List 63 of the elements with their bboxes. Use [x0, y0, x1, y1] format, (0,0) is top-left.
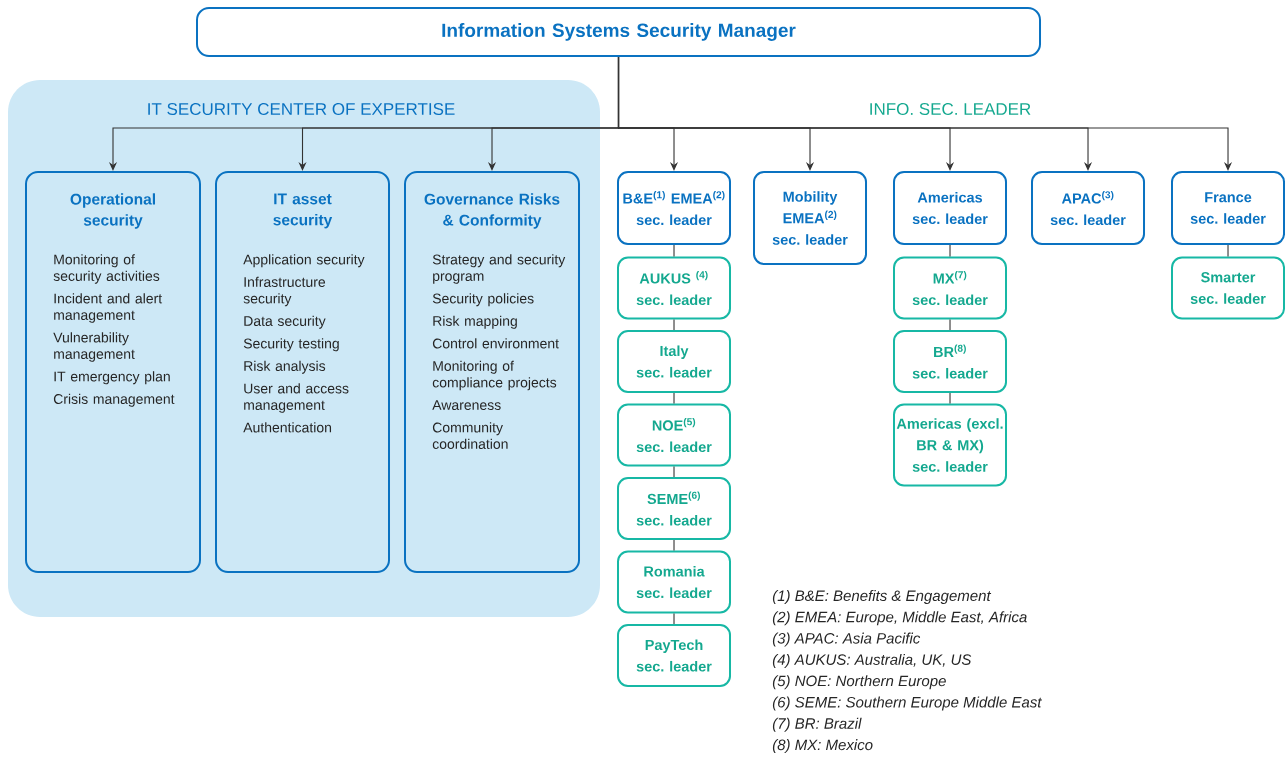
list-item: Monitoring of compliance projects [432, 360, 557, 391]
leader-box: Americas sec. leader [893, 171, 1007, 245]
list-item: Monitoring of security activities [53, 254, 160, 284]
leader-box: Mobility EMEA$^{(2)}$ sec. leader [753, 171, 867, 265]
footnote: (6) SEME: Southern Europe Middle East [772, 696, 1042, 711]
list-item: Security policies [432, 293, 534, 307]
list-item: Risk analysis [244, 360, 326, 374]
connector [673, 465, 675, 478]
list-item: Awareness [432, 400, 501, 410]
connector [617, 56, 1233, 171]
leader-box: France sec. leader [1171, 171, 1285, 245]
list-item: Risk mapping [433, 315, 517, 329]
list-item: Security testing [243, 338, 339, 352]
list-item: User and access management [244, 383, 349, 413]
footnote: (1) B&E: Benefits & Engagement [772, 590, 992, 604]
leader-box: PayTech sec. leader [617, 624, 731, 687]
box-heading: IT asset security [273, 193, 333, 229]
footnote: (4) AUKUS: Australia, UK, US [772, 653, 972, 668]
leader-box: NOE$^{(5)}$ sec. leader [617, 403, 731, 467]
box-heading: Operational security [70, 193, 155, 229]
leader-box: Americas (excl. BR & MX) sec. leader [893, 403, 1007, 487]
leader-box: Romania sec. leader [617, 550, 731, 614]
category-box [404, 171, 580, 573]
connector [673, 612, 675, 625]
leader-box: Smarter sec. leader [1171, 256, 1285, 320]
leader-box: BR$^{(8)}$ sec. leader [893, 330, 1007, 393]
footnote: (8) MX: Mexico [772, 739, 873, 754]
footnote: (7) BR: Brazil [772, 717, 862, 732]
connector [673, 539, 675, 552]
list-item: Crisis management [53, 393, 175, 407]
section-title: INFO. SEC. LEADER [870, 103, 1031, 116]
connector [673, 244, 675, 258]
category-box [215, 171, 390, 573]
list-item: Strategy and security program [432, 254, 566, 284]
list-item: Control environment [432, 338, 559, 349]
manager-box: Information Systems Security Manager [196, 7, 1041, 57]
leader-box: Italy sec. leader [617, 330, 731, 393]
list-item: Incident and alert management [54, 293, 163, 323]
connector [673, 318, 675, 331]
list-item: IT emergency plan [54, 371, 170, 385]
list-item: Data security [244, 315, 326, 329]
footnote: (3) APAC: Asia Pacific [772, 632, 921, 647]
list-item: Community coordination [432, 422, 508, 449]
footnote: (2) EMEA: Europe, Middle East, Africa [772, 611, 1027, 626]
leader-box: APAC$^{(3)}$ sec. leader [1031, 171, 1145, 245]
connector [1227, 244, 1229, 258]
expertise-panel [8, 80, 600, 617]
leader-box: B&E$^{(1)}$ EMEA$^{(2)}$ sec. leader [617, 171, 731, 245]
list-item: Application security [243, 254, 365, 268]
connector [949, 392, 951, 405]
box-heading: Governance Risks & Conformity [424, 193, 560, 229]
connector [949, 244, 951, 258]
list-item: Vulnerability management [53, 332, 135, 362]
connector [673, 392, 675, 405]
category-box [25, 171, 201, 573]
panel-title: IT SECURITY CENTER OF EXPERTISE [148, 103, 455, 116]
list-item: Infrastructure security [243, 276, 326, 307]
leader-box: SEME$^{(6)}$ sec. leader [617, 477, 731, 540]
list-item: Authentication [243, 422, 331, 433]
leader-box: MX$^{(7)}$ sec. leader [893, 256, 1007, 320]
leader-box: AUKUS $^{(4)}$ sec. leader [617, 256, 731, 320]
connector [949, 318, 951, 331]
footnote: (5) NOE: Northern Europe [772, 675, 946, 690]
